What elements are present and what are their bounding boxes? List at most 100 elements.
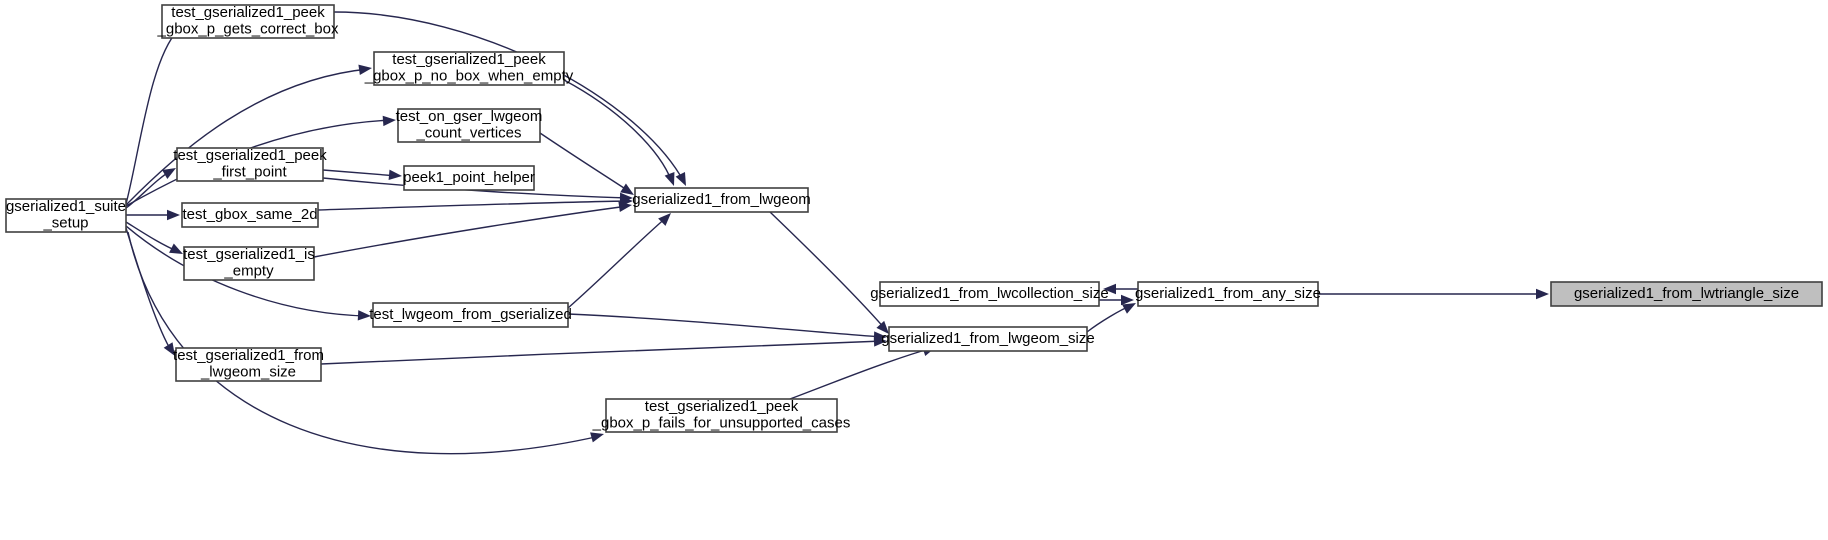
- arrowhead-icon: [167, 209, 180, 221]
- edge-line: [127, 231, 601, 455]
- node-gbox_same_2d[interactable]: test_gbox_same_2d: [181, 202, 319, 228]
- node-label: test_gserialized1_peek: [392, 51, 546, 68]
- edge-line: [769, 211, 887, 331]
- edge-lwgeom_from_gserialized-to-gserialized1_from_lwgeom: [567, 213, 671, 309]
- edge-line: [539, 132, 631, 193]
- node-on_gser_lwgeom_count_vertices[interactable]: test_on_gser_lwgeom_count_vertices: [396, 108, 543, 143]
- node-box[interactable]: [605, 398, 838, 433]
- arrowhead-icon: [382, 115, 396, 127]
- node-from_any_size[interactable]: gserialized1_from_any_size: [1135, 281, 1321, 307]
- arrowhead-icon: [620, 183, 634, 195]
- edge-line: [125, 221, 180, 253]
- node-box[interactable]: [888, 326, 1088, 352]
- edge-from_any_size-to-from_lwtriangle_size: [1318, 288, 1549, 300]
- arrowhead-icon: [1103, 283, 1116, 295]
- edge-line: [317, 200, 630, 211]
- node-label: test_gserialized1_peek: [171, 4, 325, 21]
- edge-suite_setup-to-lwgeom_from_gserialized: [125, 225, 371, 321]
- node-peek_first_point[interactable]: test_gserialized1_peek_first_point: [173, 147, 327, 182]
- edge-line: [125, 29, 179, 205]
- edge-line: [563, 79, 673, 183]
- edge-suite_setup-to-gbox_same_2d: [126, 209, 180, 221]
- node-label: _first_point: [212, 164, 287, 181]
- node-box[interactable]: [372, 302, 569, 328]
- node-box[interactable]: [1550, 281, 1823, 307]
- arrowhead-icon: [358, 64, 372, 75]
- node-box[interactable]: [373, 51, 565, 86]
- node-from_lwgeom_size_test[interactable]: test_gserialized1_from_lwgeom_size: [173, 347, 324, 382]
- edge-peek_gbox_gets_correct_box-to-gserialized1_from_lwgeom: [333, 11, 686, 186]
- arrowhead-icon: [1122, 303, 1136, 314]
- edge-suite_setup-to-peek_gbox_no_box_when_empty: [125, 64, 372, 206]
- node-label: test_on_gser_lwgeom: [396, 108, 543, 125]
- node-peek1_point_helper[interactable]: peek1_point_helper: [403, 165, 535, 191]
- node-label: test_gserialized1_peek: [645, 398, 799, 415]
- edge-peek_gbox_no_box_when_empty-to-gserialized1_from_lwgeom: [563, 79, 675, 186]
- node-label: test_lwgeom_from_gserialized: [369, 306, 572, 323]
- node-peek_gbox_no_box_when_empty[interactable]: test_gserialized1_peek_gbox_p_no_box_whe…: [364, 51, 574, 86]
- node-peek_gbox_fails_unsupported[interactable]: test_gserialized1_peek_gbox_p_fails_for_…: [592, 398, 851, 433]
- node-label: gserialized1_from_any_size: [1135, 285, 1321, 302]
- arrowhead-icon: [1536, 288, 1549, 300]
- node-from_lwtriangle_size[interactable]: gserialized1_from_lwtriangle_size: [1550, 281, 1823, 307]
- node-box[interactable]: [183, 246, 315, 281]
- node-gserialized1_from_lwgeom[interactable]: gserialized1_from_lwgeom: [632, 187, 811, 213]
- node-label: _gbox_p_gets_correct_box: [157, 21, 339, 38]
- edge-gserialized1_from_lwgeom-to-from_lwgeom_size: [769, 211, 889, 334]
- node-label: test_gserialized1_is: [183, 246, 315, 263]
- edge-on_gser_lwgeom_count_vertices-to-gserialized1_from_lwgeom: [539, 132, 634, 195]
- arrowhead-icon: [873, 336, 887, 347]
- node-from_lwcollection_size[interactable]: gserialized1_from_lwcollection_size: [870, 281, 1109, 307]
- node-label: _count_vertices: [415, 125, 521, 142]
- node-label: peek1_point_helper: [403, 169, 535, 186]
- edge-line: [567, 215, 669, 309]
- node-box[interactable]: [175, 347, 322, 382]
- edge-from_lwgeom_size-to-from_any_size: [1086, 303, 1136, 333]
- node-box[interactable]: [1137, 281, 1319, 307]
- node-lwgeom_from_gserialized[interactable]: test_lwgeom_from_gserialized: [369, 302, 572, 328]
- node-box[interactable]: [176, 147, 324, 182]
- edges-layer: [125, 11, 1549, 455]
- arrowhead-icon: [675, 172, 686, 186]
- edge-line: [789, 347, 933, 400]
- node-is_empty[interactable]: test_gserialized1_is_empty: [183, 246, 315, 281]
- edge-from_any_size-to-from_lwcollection_size: [1103, 283, 1138, 295]
- arrowhead-icon: [357, 310, 371, 321]
- node-label: gserialized1_from_lwgeom: [632, 191, 810, 208]
- node-label: _empty: [223, 263, 274, 280]
- node-peek_gbox_gets_correct_box[interactable]: test_gserialized1_peek_gbox_p_gets_corre…: [157, 4, 339, 39]
- node-from_lwgeom_size[interactable]: gserialized1_from_lwgeom_size: [881, 326, 1095, 352]
- node-box[interactable]: [397, 108, 541, 143]
- node-box[interactable]: [403, 165, 535, 191]
- node-box[interactable]: [879, 281, 1100, 307]
- arrowhead-icon: [162, 168, 176, 180]
- node-box[interactable]: [5, 198, 127, 233]
- edge-suite_setup-to-peek_gbox_fails_unsupported: [127, 231, 604, 455]
- edge-line: [125, 68, 369, 206]
- arrowhead-icon: [876, 320, 889, 334]
- node-box[interactable]: [161, 4, 335, 39]
- arrowhead-icon: [163, 342, 175, 356]
- node-label: test_gbox_same_2d: [182, 206, 317, 223]
- arrowhead-icon: [618, 201, 632, 212]
- edge-line: [125, 225, 368, 317]
- edge-lwgeom_from_gserialized-to-from_lwgeom_size: [567, 313, 887, 342]
- node-label: gserialized1_suite: [6, 198, 126, 215]
- node-label: gserialized1_from_lwgeom_size: [881, 330, 1094, 347]
- node-box[interactable]: [634, 187, 809, 213]
- edge-peek_first_point-to-peek1_point_helper: [322, 169, 402, 181]
- node-label: gserialized1_from_lwtriangle_size: [1574, 285, 1799, 302]
- edge-suite_setup-to-from_lwgeom_size_test: [125, 227, 175, 356]
- edge-suite_setup-to-peek_first_point: [125, 168, 176, 209]
- edge-from_lwgeom_size_test-to-from_lwgeom_size: [320, 336, 887, 365]
- arrowhead-icon: [664, 172, 675, 186]
- node-box[interactable]: [181, 202, 319, 228]
- edge-suite_setup-to-is_empty: [125, 221, 183, 254]
- edge-line: [320, 340, 884, 365]
- node-suite_setup[interactable]: gserialized1_suite_setup: [5, 198, 127, 233]
- node-label: test_gserialized1_peek: [173, 147, 327, 164]
- node-label: _lwgeom_size: [200, 364, 296, 381]
- edge-line: [567, 313, 884, 338]
- arrowhead-icon: [658, 213, 671, 226]
